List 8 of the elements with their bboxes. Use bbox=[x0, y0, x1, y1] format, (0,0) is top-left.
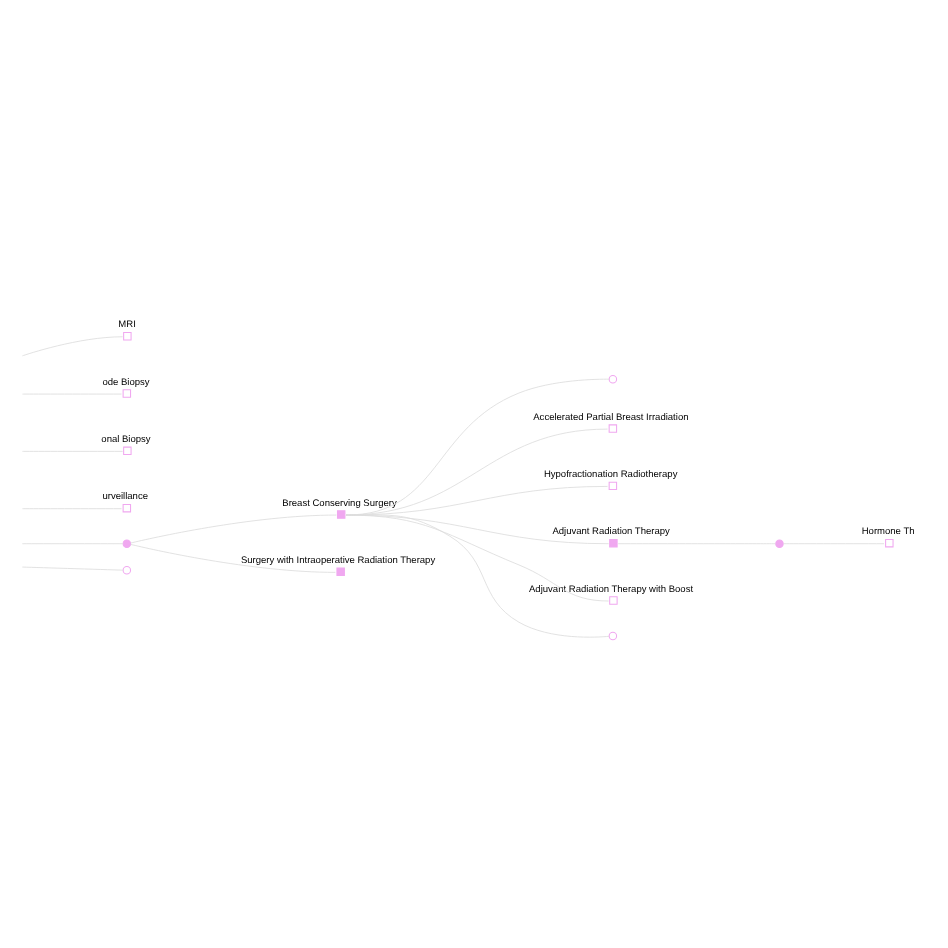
connector bbox=[22, 335, 123, 356]
node-circle bbox=[608, 374, 618, 383]
connector bbox=[130, 513, 337, 543]
connector bbox=[130, 543, 336, 572]
node-circle bbox=[608, 630, 618, 640]
node-circle bbox=[122, 565, 132, 574]
node-circle bbox=[122, 538, 132, 547]
node-circle bbox=[775, 538, 784, 547]
